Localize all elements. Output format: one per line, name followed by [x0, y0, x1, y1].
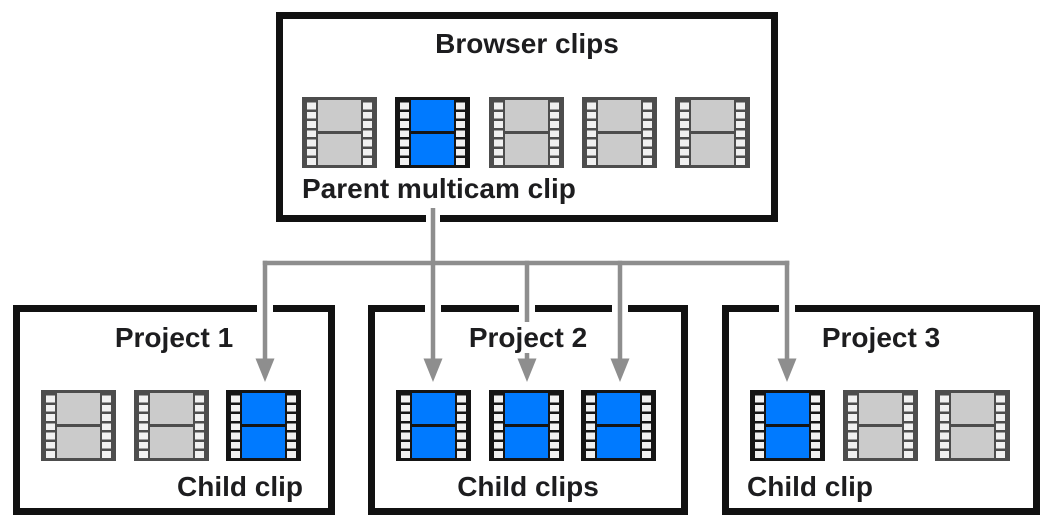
project-2-box: Project 2 Child clips — [368, 305, 688, 515]
project-2-child-clip-1-icon — [396, 390, 471, 461]
film-sprocket-icon — [734, 100, 747, 165]
browser-clip-1-icon — [302, 97, 377, 168]
film-frames — [597, 393, 640, 458]
film-sprocket-icon — [455, 393, 468, 458]
film-sprocket-icon — [994, 393, 1007, 458]
browser-clip-4-icon — [581, 97, 657, 168]
browser-clip-3-icon — [488, 97, 564, 168]
film-sprocket-icon — [454, 100, 468, 165]
project-3-clip-3-icon — [935, 390, 1010, 461]
project-2-child-clip-2-icon — [488, 390, 564, 461]
film-sprocket-icon — [584, 100, 598, 165]
browser-clips-title: Browser clips — [283, 27, 771, 61]
film-frames — [504, 100, 548, 165]
film-sprocket-icon — [229, 393, 242, 458]
project-3-box: Project 3 Child clip — [722, 305, 1040, 515]
project-3-child-clip-icon — [750, 390, 825, 461]
project-2-title: Project 2 — [375, 321, 681, 355]
film-sprocket-icon — [491, 393, 505, 458]
film-sprocket-icon — [398, 100, 412, 165]
project-1-box: Project 1 Child clip — [13, 305, 335, 515]
film-frames — [597, 100, 641, 165]
project-1-title-text: Project 1 — [105, 322, 243, 353]
browser-clips-row — [302, 97, 750, 168]
project-1-clips-row — [41, 390, 301, 461]
film-sprocket-icon — [584, 393, 597, 458]
film-sprocket-icon — [399, 393, 412, 458]
project-3-title: Project 3 — [729, 321, 1033, 355]
border-gaps — [257, 213, 795, 314]
project-3-clips-row — [750, 390, 1010, 461]
project-2-title-text: Project 2 — [459, 322, 597, 353]
film-frames — [858, 393, 902, 458]
project-3-title-text: Project 3 — [812, 322, 950, 353]
parent-multicam-clip-icon — [395, 97, 471, 168]
film-frames — [412, 393, 455, 458]
project-1-clip-2-icon — [133, 390, 209, 461]
project-3-child-clip-label: Child clip — [747, 471, 873, 502]
film-sprocket-icon — [640, 100, 654, 165]
project-2-child-clip-3-icon — [581, 390, 656, 461]
film-sprocket-icon — [361, 100, 374, 165]
film-sprocket-icon — [845, 393, 859, 458]
project-1-title: Project 1 — [20, 321, 328, 355]
project-2-clips-row — [396, 390, 656, 461]
film-sprocket-icon — [547, 100, 561, 165]
film-sprocket-icon — [100, 393, 113, 458]
parent-multicam-clip-label: Parent multicam clip — [302, 173, 576, 204]
film-sprocket-icon — [809, 393, 822, 458]
browser-clips-box: Browser clips — [276, 12, 778, 222]
film-frames — [318, 100, 361, 165]
film-sprocket-icon — [136, 393, 150, 458]
film-sprocket-icon — [678, 100, 691, 165]
browser-clips-title-text: Browser clips — [426, 28, 628, 59]
film-sprocket-icon — [44, 393, 57, 458]
browser-clip-5-icon — [675, 97, 750, 168]
film-sprocket-icon — [305, 100, 318, 165]
project-1-clip-1-icon — [41, 390, 116, 461]
film-frames — [149, 393, 193, 458]
film-frames — [57, 393, 100, 458]
film-frames — [691, 100, 734, 165]
film-frames — [242, 393, 285, 458]
film-sprocket-icon — [901, 393, 915, 458]
film-sprocket-icon — [491, 100, 505, 165]
film-frames — [411, 100, 455, 165]
film-sprocket-icon — [640, 393, 653, 458]
film-sprocket-icon — [753, 393, 766, 458]
project-1-child-clip-label: Child clip — [177, 471, 303, 502]
film-sprocket-icon — [285, 393, 298, 458]
project-3-clip-2-icon — [842, 390, 918, 461]
project-2-child-clips-label: Child clips — [457, 471, 599, 502]
film-sprocket-icon — [938, 393, 951, 458]
film-sprocket-icon — [547, 393, 561, 458]
film-frames — [766, 393, 809, 458]
film-frames — [951, 393, 994, 458]
film-frames — [504, 393, 548, 458]
film-sprocket-icon — [192, 393, 206, 458]
project-1-child-clip-icon — [226, 390, 301, 461]
